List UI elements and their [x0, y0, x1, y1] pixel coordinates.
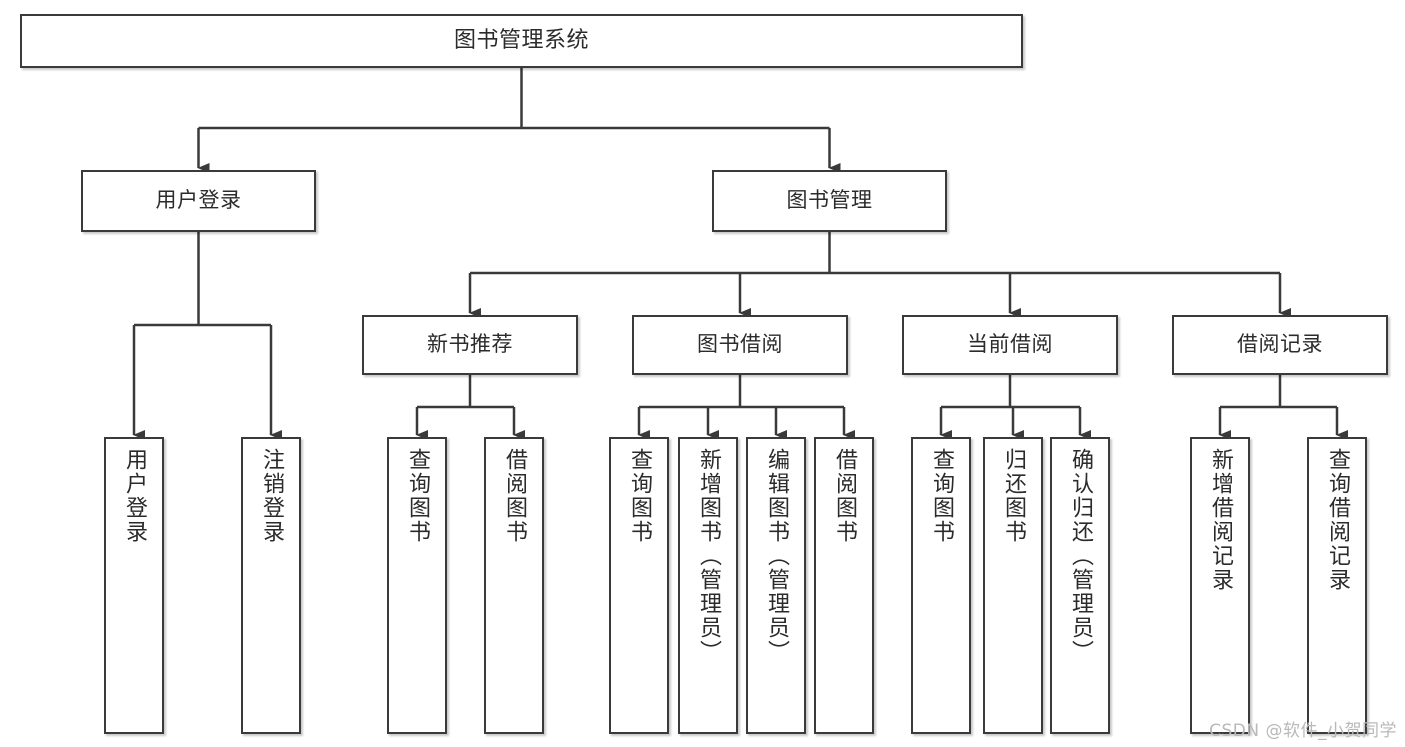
- node-label: 确认归还（管理员）: [1068, 448, 1093, 664]
- node-label: 查询图书: [929, 448, 954, 544]
- node-label: 新书推荐: [427, 332, 513, 357]
- node-label: 查询图书: [405, 448, 430, 544]
- node-leaf-new-2[interactable]: 借阅图书: [484, 437, 544, 734]
- node-leaf-borrow-1[interactable]: 查询图书: [609, 437, 669, 734]
- node-label: 图书借阅: [697, 332, 783, 357]
- node-label: 当前借阅: [967, 332, 1053, 357]
- node-label: 注销登录: [259, 448, 284, 544]
- node-leaf-login-2[interactable]: 注销登录: [241, 437, 301, 734]
- node-label: 图书管理系统: [453, 27, 589, 53]
- node-label: 图书管理: [786, 188, 873, 213]
- node-leaf-new-1[interactable]: 查询图书: [387, 437, 447, 734]
- node-leaf-borrow-2[interactable]: 新增图书（管理员）: [678, 437, 738, 734]
- node-records[interactable]: 借阅记录: [1172, 315, 1388, 375]
- node-label: 借阅图书: [502, 448, 527, 544]
- node-root[interactable]: 图书管理系统: [20, 14, 1023, 68]
- node-login[interactable]: 用户登录: [81, 170, 316, 232]
- node-borrow[interactable]: 图书借阅: [632, 315, 848, 375]
- node-label: 新增图书（管理员）: [696, 448, 721, 664]
- node-label: 编辑图书（管理员）: [764, 448, 789, 664]
- node-leaf-cur-1[interactable]: 查询图书: [911, 437, 971, 734]
- node-leaf-borrow-3[interactable]: 编辑图书（管理员）: [746, 437, 806, 734]
- node-leaf-login-1[interactable]: 用户登录: [104, 437, 164, 734]
- node-leaf-rec-2[interactable]: 查询借阅记录: [1307, 437, 1367, 734]
- node-label: 查询图书: [627, 448, 652, 544]
- node-label: 新增借阅记录: [1208, 448, 1233, 592]
- node-label: 归还图书: [1001, 448, 1026, 544]
- node-leaf-borrow-4[interactable]: 借阅图书: [814, 437, 874, 734]
- node-label: 用户登录: [122, 448, 147, 544]
- node-newbook[interactable]: 新书推荐: [362, 315, 578, 375]
- node-leaf-rec-1[interactable]: 新增借阅记录: [1190, 437, 1250, 734]
- watermark-text: CSDN @软件_小贺同学: [1209, 721, 1397, 741]
- node-bookmgmt[interactable]: 图书管理: [712, 170, 947, 232]
- node-label: 借阅记录: [1237, 332, 1323, 357]
- node-label: 查询借阅记录: [1325, 448, 1350, 592]
- node-leaf-cur-2[interactable]: 归还图书: [983, 437, 1043, 734]
- node-current[interactable]: 当前借阅: [902, 315, 1118, 375]
- node-label: 借阅图书: [832, 448, 857, 544]
- node-label: 用户登录: [155, 188, 242, 213]
- node-leaf-cur-3[interactable]: 确认归还（管理员）: [1050, 437, 1110, 734]
